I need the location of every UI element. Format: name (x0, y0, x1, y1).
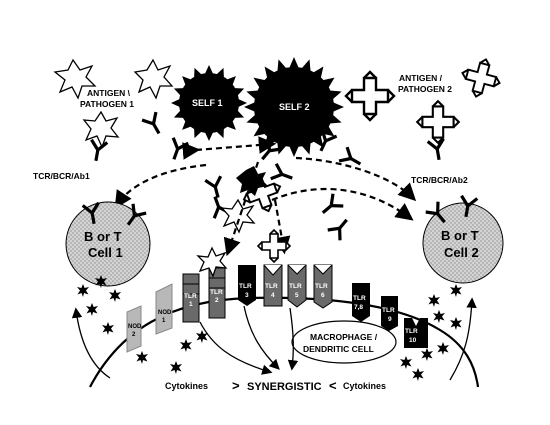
less-than-symbol: < (329, 378, 337, 393)
self-2-antigen-icon (244, 57, 344, 157)
tlr-4-receptor (263, 264, 283, 307)
tlr-4-label-line2: 4 (271, 292, 275, 299)
tlr-2-label-line2: 2 (215, 297, 219, 304)
antibody-icon-5 (337, 145, 366, 173)
antigen-pathogen-1-star-icon (53, 58, 97, 100)
cell-1-label-line1: B or T (84, 229, 122, 244)
tlr-5-receptor (287, 264, 307, 308)
nod-2-receptor (126, 305, 142, 353)
nod-2-label-line2: 2 (132, 332, 136, 338)
synergistic-label: SYNERGISTIC (247, 381, 322, 393)
antibody-icon-3 (86, 138, 109, 164)
tlr-2-receptor (208, 267, 226, 319)
antigen-pathogen-2-cross-icon-3 (416, 100, 460, 144)
nod-1-receptor (155, 283, 173, 335)
antibody-icon-12 (205, 192, 231, 220)
tlr-1-label-line1: TLR (184, 293, 197, 300)
tlr-3-label-line1: TLR (239, 283, 252, 290)
tlr-2-docked-star-antigen-icon (196, 246, 228, 278)
tlr-3-receptor (238, 265, 256, 306)
nod-1-label-line2: 1 (162, 318, 166, 324)
antibody-icon-11 (326, 213, 355, 242)
antigen-pathogen-1-star-icon-3 (82, 110, 120, 149)
tlr-2-label-line1: TLR (210, 289, 223, 296)
tlr-10-label-line2: 10 (409, 337, 417, 344)
tlr-10-label-line1: TLR (405, 328, 418, 335)
macrophage-label-line2: DENDRITIC CELL (303, 344, 374, 354)
antibody-icon-1 (140, 110, 168, 139)
tlr-1-receptor (182, 273, 200, 323)
macrophage-dendritic-cell (291, 320, 397, 364)
antibody-icon-9 (269, 162, 297, 188)
b-or-t-cell-2 (422, 202, 504, 284)
cell-2-label-line1: B or T (441, 228, 479, 243)
nod-2-label-line1: NOD (128, 324, 142, 330)
tlr-5-label-line2: 5 (295, 292, 299, 299)
tlr-3-label-line2: 3 (245, 292, 249, 299)
antigen-2-label-line2: PATHOGEN 2 (398, 84, 452, 94)
self-1-label: SELF 1 (192, 98, 223, 108)
tlr-9-receptor (381, 296, 398, 331)
cytokines-left-label: Cytokines (165, 381, 208, 391)
tlr-6-receptor (313, 264, 333, 309)
antigen-pathogen-2-cross-icon-2 (456, 53, 506, 103)
tlr-1-label-line2: 1 (189, 301, 193, 308)
cell-2-label-line2: Cell 2 (444, 245, 479, 260)
antibody-icon-8 (203, 174, 228, 202)
self-1-antigen-icon (171, 65, 247, 141)
antigen-pathogen-1-star-icon-2 (133, 58, 174, 100)
tlr-7-8-label-line2: 7,8 (354, 304, 363, 311)
antigen-1-label-line2: PATHOGEN 1 (80, 99, 134, 109)
tlr-7-8-receptor (352, 283, 370, 322)
receptor-1-label: TCR/BCR/Ab1 (33, 171, 90, 181)
tlr-9-label-line2: 9 (388, 316, 392, 323)
tlr-10-receptor (404, 318, 428, 348)
middle-black-antigen-icon (236, 166, 268, 196)
tlr-5-label-line1: TLR (289, 283, 302, 290)
cell-1-label-line2: Cell 1 (88, 245, 123, 260)
antigen-pathogen-2-cross-icon (344, 70, 396, 122)
macrophage-label-line1: MACROPHAGE / (310, 332, 378, 342)
tlr-4-label-line1: TLR (265, 283, 278, 290)
nod-1-label-line1: NOD (158, 310, 172, 316)
self-2-label: SELF 2 (279, 102, 310, 112)
tlr-7-8-label-line1: TLR (353, 295, 366, 302)
greater-than-symbol: > (232, 378, 240, 393)
cytokines-right-label: Cytokines (343, 381, 386, 391)
signal-arrows (71, 297, 477, 381)
antibody-icon-2 (164, 136, 190, 164)
tlr-6-label-line1: TLR (315, 283, 328, 290)
tlr-4-docked-cross-antigen-icon (257, 229, 291, 263)
middle-star-antigen-icon (220, 198, 256, 234)
tlr-9-label-line1: TLR (382, 307, 395, 314)
antigen-2-label-line1: ANTIGEN / (399, 73, 443, 83)
antigen-1-label-line1: ANTIGEN \ (87, 88, 131, 98)
receptor-2-label: TCR/BCR/Ab2 (411, 175, 468, 185)
tlr-6-label-line2: 6 (321, 292, 325, 299)
antibody-icon-10 (316, 192, 345, 221)
